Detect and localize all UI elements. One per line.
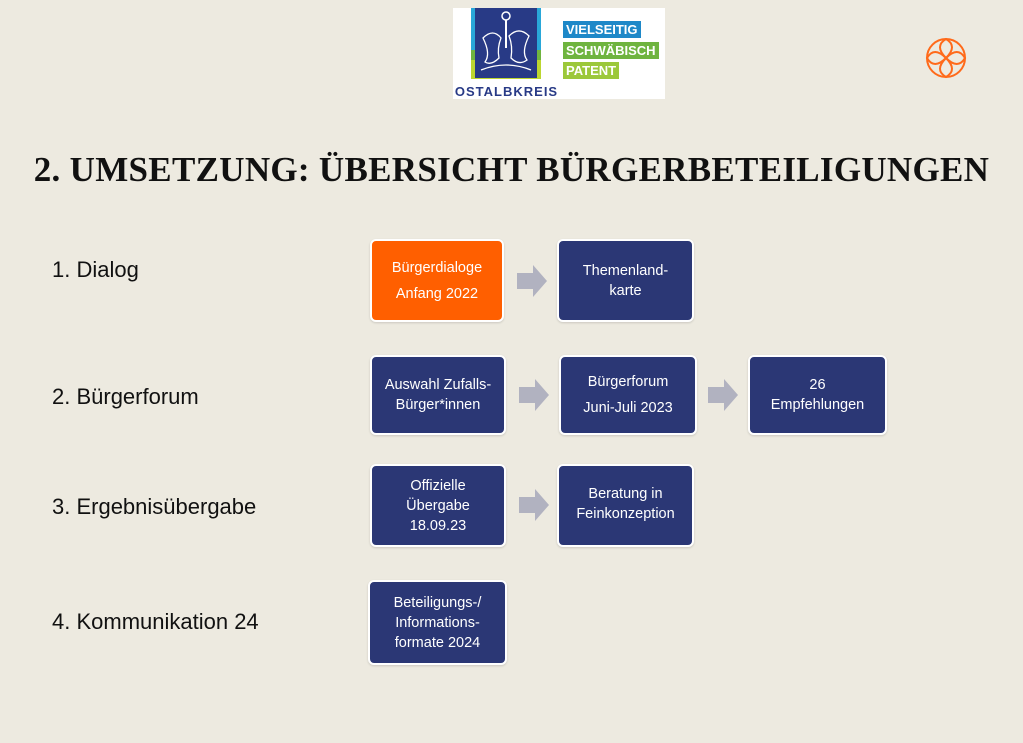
box-buergerforum: Bürgerforum Juni-Juli 2023: [559, 355, 697, 435]
box-offizielle-uebergabe: Offizielle Übergabe 18.09.23: [370, 464, 506, 547]
box-line: Empfehlungen: [770, 397, 865, 413]
box-line: Anfang 2022: [395, 285, 479, 302]
box-line: 18.09.23: [409, 517, 467, 534]
box-line: Informations-: [395, 614, 480, 631]
box-beteiligungsformate: Beteiligungs-/ Informations- formate 202…: [368, 580, 507, 665]
logo-tag-schwaebisch: SCHWÄBISCH: [563, 42, 659, 59]
logo-tag-patent: PATENT: [563, 62, 620, 79]
ostalbkreis-logo: OSTALBKREIS VIELSEITIG SCHWÄBISCH PATENT: [453, 8, 665, 99]
box-line: Juni-Juli 2023: [583, 400, 673, 416]
box-auswahl-zufallsbuerger: Auswahl Zufalls- Bürger*innen: [370, 355, 506, 435]
row-label-ergebnisuebergabe: 3. Ergebnisübergabe: [52, 494, 257, 519]
box-line: 26: [809, 377, 826, 393]
arrow-right-icon: [519, 379, 549, 411]
slide-title: 2. UMSETZUNG: ÜBERSICHT BÜRGERBETEILIGUN…: [33, 150, 990, 189]
box-line: Bürger*innen: [395, 397, 481, 413]
box-line: Bürgerdialoge: [391, 259, 483, 276]
box-buergerdialoge: Bürgerdialoge Anfang 2022: [370, 239, 504, 322]
box-line: Auswahl Zufalls-: [384, 377, 492, 393]
row-label-kommunikation: 4. Kommunikation 24: [52, 609, 259, 634]
box-line: Feinkonzeption: [576, 506, 675, 522]
crest-emblem: [475, 8, 537, 78]
box-line: Themenland-: [582, 263, 669, 279]
box-line: Offizielle: [410, 477, 466, 494]
griffin-icon: [480, 11, 532, 71]
box-line: Übergabe: [406, 497, 470, 514]
logo-tag-vielseitig: VIELSEITIG: [563, 21, 641, 38]
box-line: Beratung in: [588, 486, 663, 502]
box-line: karte: [609, 283, 642, 299]
logo-org-name: OSTALBKREIS: [454, 84, 559, 99]
row-label-buergerforum: 2. Bürgerforum: [52, 384, 199, 409]
arrow-right-icon: [517, 265, 547, 297]
row-label-dialog: 1. Dialog: [52, 257, 139, 282]
box-empfehlungen: 26 Empfehlungen: [748, 355, 887, 435]
box-line: formate 2024: [394, 634, 481, 651]
box-line: Bürgerforum: [587, 374, 669, 390]
arrow-right-icon: [519, 489, 549, 521]
box-themenlandkarte: Themenland- karte: [557, 239, 694, 322]
arrow-right-icon: [708, 379, 738, 411]
flower-emblem-icon: [925, 37, 967, 79]
box-line: Beteiligungs-/: [393, 594, 482, 611]
box-beratung-feinkonzeption: Beratung in Feinkonzeption: [557, 464, 694, 547]
